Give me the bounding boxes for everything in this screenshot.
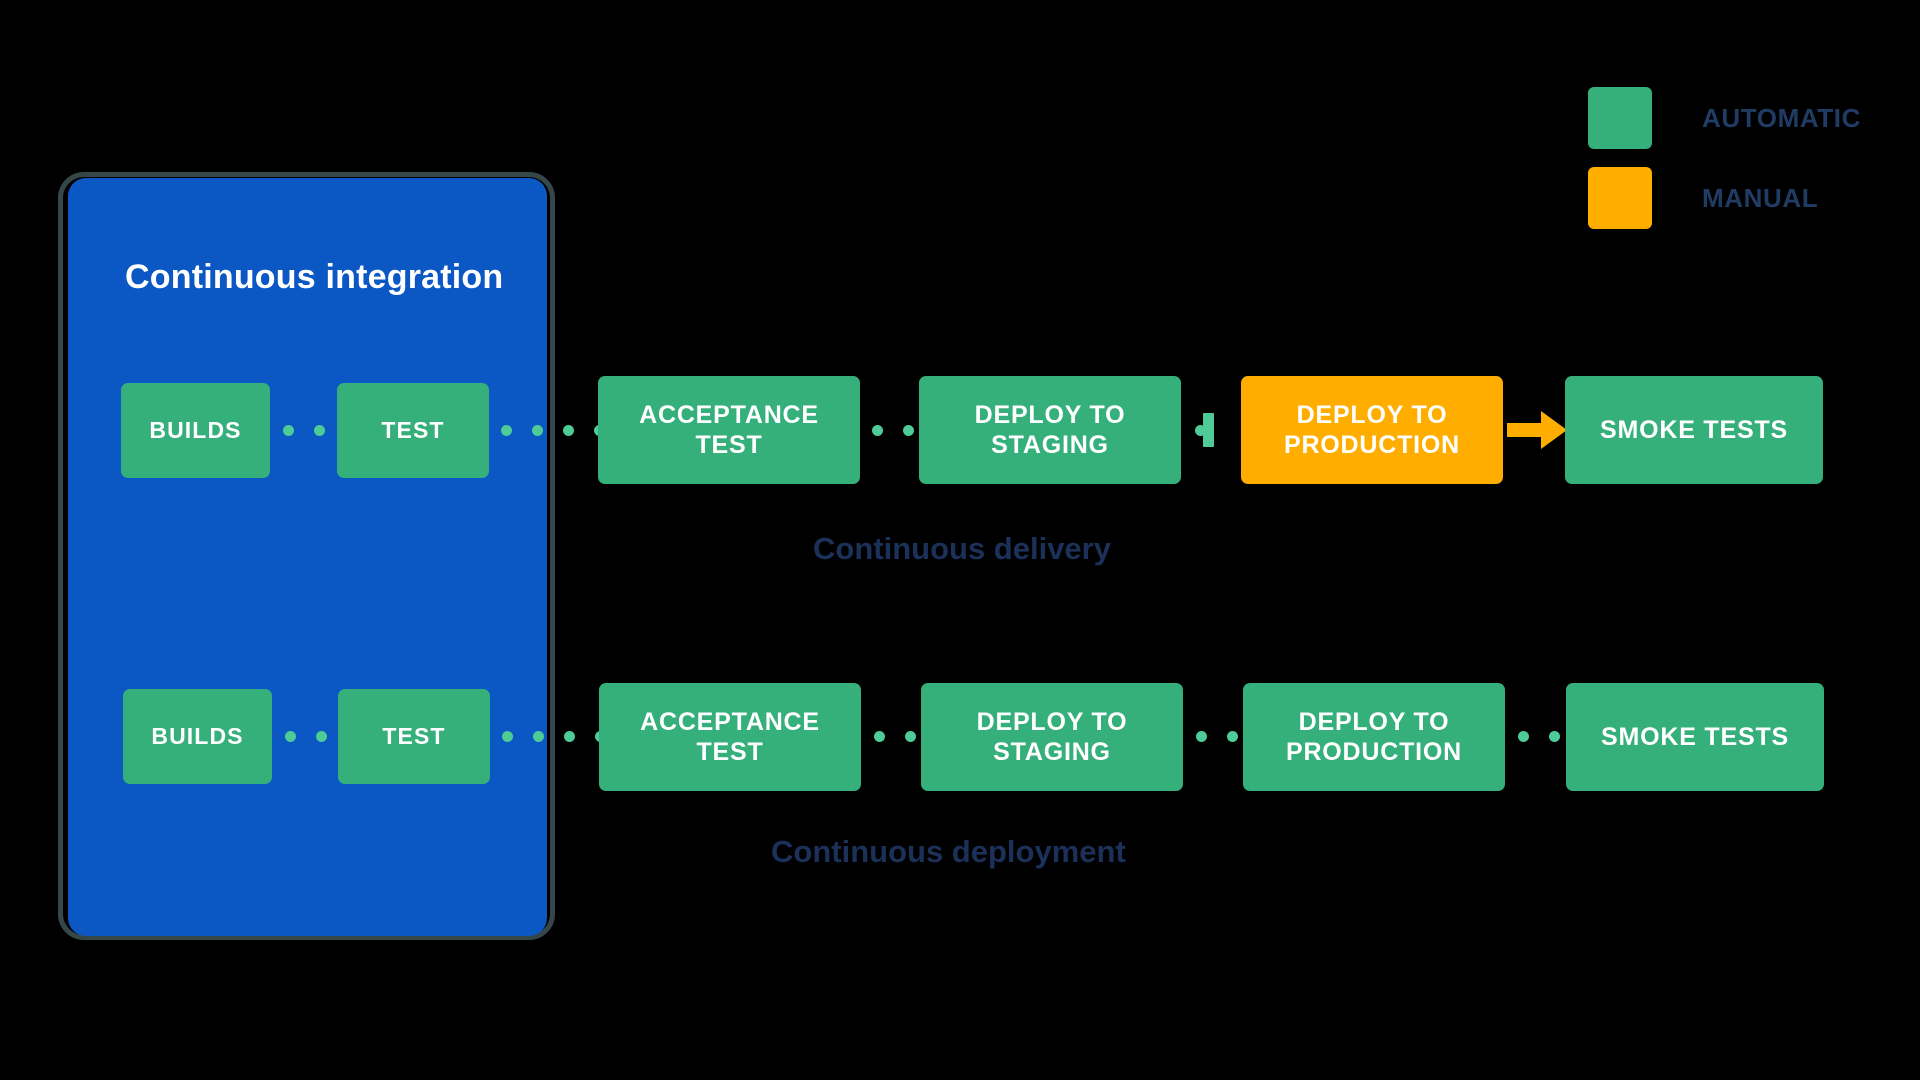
legend-label-manual: MANUAL [1702, 182, 1819, 213]
stage-test-deployment[interactable]: TEST [338, 689, 490, 784]
stage-deploy-to-staging-delivery[interactable]: DEPLOY TO STAGING [919, 376, 1181, 484]
legend-item-manual: MANUAL [1588, 166, 1908, 230]
connector-dot [314, 425, 325, 436]
stage-label: DEPLOY TO STAGING [965, 400, 1136, 461]
stage-test-delivery[interactable]: TEST [337, 383, 489, 478]
continuous-integration-outline [58, 172, 555, 940]
stage-label-line2: TEST [695, 431, 763, 459]
connector-dot [564, 731, 575, 742]
connector-dot [283, 425, 294, 436]
stage-label: TEST [381, 417, 445, 444]
connector-dot [903, 425, 914, 436]
stage-deploy-to-staging-deployment[interactable]: DEPLOY TO STAGING [921, 683, 1183, 791]
connector-dot [1196, 731, 1207, 742]
stage-label: DEPLOY TO STAGING [967, 707, 1138, 768]
stage-label: SMOKE TESTS [1601, 722, 1789, 751]
stage-label-line2: TEST [696, 738, 764, 766]
connector-dot [532, 425, 543, 436]
stage-builds-deployment[interactable]: BUILDS [123, 689, 272, 784]
connector-dot [285, 731, 296, 742]
stage-label: BUILDS [151, 723, 244, 750]
legend-label-automatic: AUTOMATIC [1702, 102, 1861, 133]
legend: AUTOMATIC MANUAL [1588, 86, 1908, 246]
stage-label-line1: ACCEPTANCE [640, 707, 820, 736]
stage-smoke-tests-delivery[interactable]: SMOKE TESTS [1565, 376, 1823, 484]
arrow-right-icon [1507, 408, 1569, 452]
stage-label-line2: STAGING [991, 431, 1109, 459]
continuous-integration-title: Continuous integration [125, 258, 504, 296]
stage-label-line1: DEPLOY TO [976, 707, 1128, 736]
stage-builds-delivery[interactable]: BUILDS [121, 383, 270, 478]
stage-acceptance-test-deployment[interactable]: ACCEPTANCE TEST [599, 683, 861, 791]
connector-dot [872, 425, 883, 436]
stage-label: ACCEPTANCE TEST [629, 400, 829, 461]
stage-label: TEST [382, 723, 446, 750]
stage-label: ACCEPTANCE TEST [630, 707, 830, 768]
manual-swatch-icon [1588, 167, 1652, 229]
stage-label: DEPLOY TO PRODUCTION [1274, 400, 1470, 461]
connector-dot [563, 425, 574, 436]
stage-acceptance-test-delivery[interactable]: ACCEPTANCE TEST [598, 376, 860, 484]
manual-approval-gate-icon [1203, 413, 1214, 447]
stage-deploy-to-production-deployment[interactable]: DEPLOY TO PRODUCTION [1243, 683, 1505, 791]
stage-label: SMOKE TESTS [1600, 415, 1788, 444]
stage-label-line1: DEPLOY TO [974, 400, 1126, 429]
automatic-swatch-icon [1588, 87, 1652, 149]
connector-dot [316, 731, 327, 742]
stage-label-line2: PRODUCTION [1283, 431, 1461, 459]
connector-dot [1549, 731, 1560, 742]
connector-dot [533, 731, 544, 742]
connector-dot [1518, 731, 1529, 742]
stage-smoke-tests-deployment[interactable]: SMOKE TESTS [1566, 683, 1824, 791]
connector-dot [1227, 731, 1238, 742]
caption-continuous-delivery: Continuous delivery [813, 531, 1111, 566]
legend-item-automatic: AUTOMATIC [1588, 86, 1908, 150]
stage-deploy-to-production-delivery[interactable]: DEPLOY TO PRODUCTION [1241, 376, 1503, 484]
connector-dot [1195, 425, 1206, 436]
connector-staging-to-production-delivery [1195, 425, 1206, 436]
stage-label-line2: PRODUCTION [1285, 738, 1463, 766]
connector-dot [905, 731, 916, 742]
connector-dot [501, 425, 512, 436]
caption-continuous-deployment: Continuous deployment [771, 834, 1126, 869]
connector-dot [502, 731, 513, 742]
connector-dot [874, 731, 885, 742]
stage-label-line1: ACCEPTANCE [639, 400, 819, 429]
stage-label: BUILDS [149, 417, 242, 444]
stage-label-line1: DEPLOY TO [1298, 707, 1450, 736]
stage-label-line1: DEPLOY TO [1296, 400, 1448, 429]
continuous-integration-panel [68, 178, 547, 936]
stage-label-line2: STAGING [993, 738, 1111, 766]
stage-label: DEPLOY TO PRODUCTION [1276, 707, 1472, 768]
